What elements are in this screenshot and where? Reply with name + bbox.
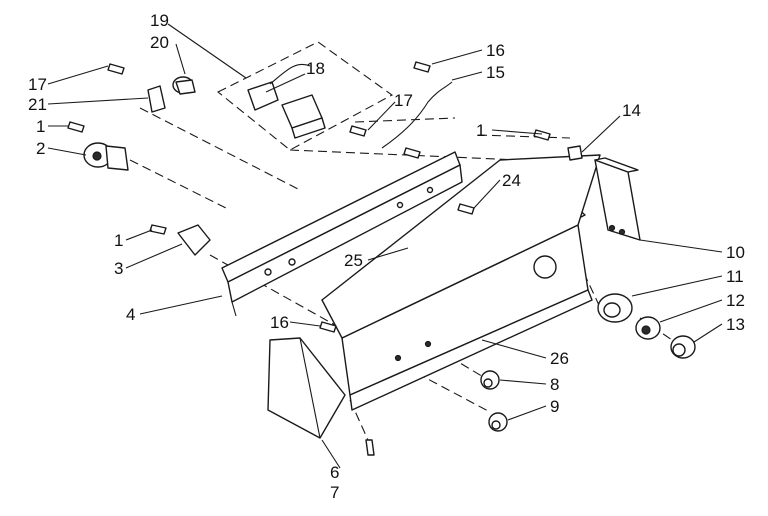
screws [67, 61, 551, 456]
dashed-group-box [216, 41, 394, 151]
callout-21: 21 [28, 95, 47, 114]
callout-4: 4 [126, 305, 135, 324]
callout-26: 26 [550, 349, 569, 368]
right-end-cap [594, 157, 641, 241]
wire-harness [381, 81, 453, 149]
knob-ring [597, 293, 633, 323]
leader-lines [47, 23, 723, 469]
callout-24: 24 [502, 171, 521, 190]
callout-2: 2 [36, 139, 45, 158]
callout-1-low: 1 [114, 231, 123, 250]
callout-6: 6 [330, 463, 339, 482]
callout-15: 15 [486, 63, 505, 82]
switch-18 [247, 64, 311, 111]
callout-3: 3 [114, 259, 123, 278]
callout-17-left: 17 [28, 75, 47, 94]
control-knob [670, 335, 696, 359]
callout-1-top: 1 [36, 117, 45, 136]
callout-16-top: 16 [486, 41, 505, 60]
mounting-bracket [221, 151, 463, 317]
callout-20: 20 [150, 33, 169, 52]
small-knob-8 [480, 370, 500, 390]
callout-14: 14 [622, 101, 641, 120]
bracket-21 [147, 85, 166, 113]
callout-12: 12 [726, 291, 745, 310]
callout-25: 25 [344, 251, 363, 270]
end-cap [267, 337, 346, 439]
clip [567, 145, 583, 161]
small-bracket [177, 224, 211, 256]
timer-assembly [83, 142, 129, 171]
callout-16-low: 16 [270, 313, 289, 332]
small-knob-9 [488, 412, 508, 432]
callout-7: 7 [330, 483, 339, 502]
callout-19: 19 [150, 11, 169, 30]
callout-8: 8 [550, 375, 559, 394]
callout-9: 9 [550, 397, 559, 416]
callout-18: 18 [306, 59, 325, 78]
callout-10: 10 [726, 243, 745, 262]
console-panel [321, 154, 601, 411]
switch-20 [172, 76, 196, 95]
callout-13: 13 [726, 315, 745, 334]
knob-skirt [635, 316, 661, 340]
callout-1-mid: 1 [476, 121, 485, 140]
callout-11: 11 [726, 267, 744, 286]
callout-17-mid: 17 [394, 91, 413, 110]
terminal-block [281, 94, 326, 139]
